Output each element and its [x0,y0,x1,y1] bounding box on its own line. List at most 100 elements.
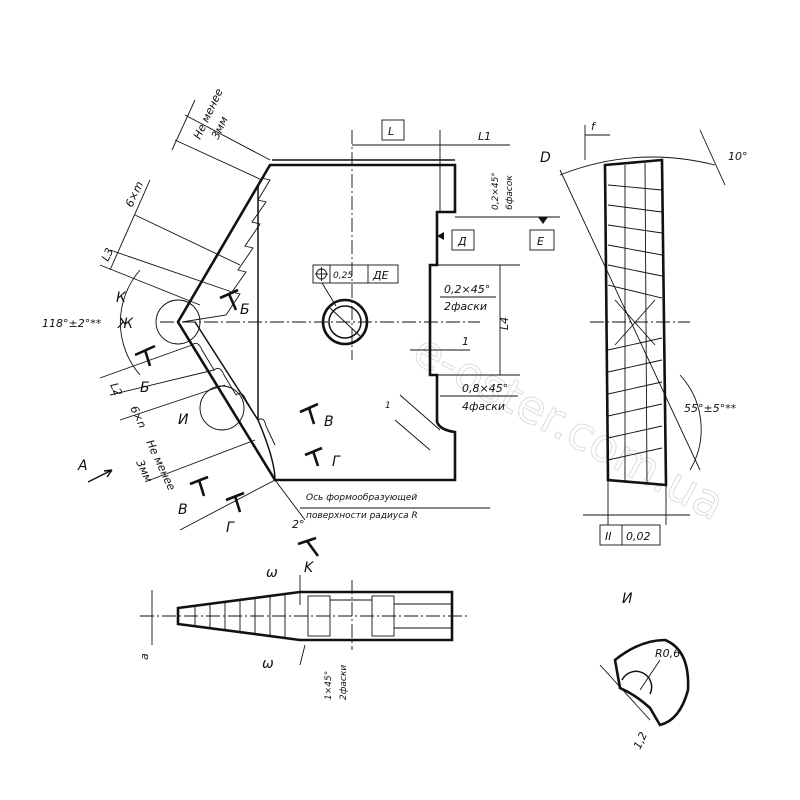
lower-teeth [177,321,276,446]
section-marker-b2 [134,344,156,367]
position-tolerance-frame: 0,25 ДЕ [312,264,399,307]
section-marker-v2 [189,475,209,497]
ext-line [149,439,256,481]
chamfer-mid-count: 2фаски [444,300,487,313]
datum-e-label: Е [537,235,544,248]
radius-label: R0,6 [655,647,680,660]
watermark: e-oster.com.ua [405,322,734,531]
diag-line [559,169,701,471]
dim-l4-label: L4 [498,317,511,330]
f-label: f [591,120,597,133]
k-label: К [116,290,127,306]
section-v-label-2: В [324,414,334,430]
angle-arc [119,269,141,376]
section-g-label-2: Г [332,454,341,470]
section-marker-b [219,288,239,311]
upper-teeth [181,164,271,323]
section-marker-bottom [297,536,320,557]
dim-line-top-min [171,99,196,151]
detail-view-i: И R0,6 1,2 [599,591,690,751]
angle-10-label: 10° [728,150,748,163]
chamfer-top-label: 0,2×45° [491,172,501,210]
datum-e-box [529,229,555,251]
angle-55-label: 55°±5°** [684,402,737,415]
section-marker-v [299,402,319,425]
datum-d-triangle [437,232,444,240]
chamfer-label: 1×45° [324,671,334,700]
chamfer-top-count: 6фасок [505,175,515,210]
ext-line [179,479,276,531]
d-label: D [540,150,551,166]
detail-title: И [622,591,633,607]
detail-radius-notch [621,670,653,695]
a-label: a [138,653,151,660]
omega-leaders [299,575,306,666]
side-view: f D 10° 55°±5°** II 0,02 [540,120,748,546]
dim-1b-label: 1 [385,401,391,411]
parallel-symbol: II [605,530,612,543]
ext-line [99,264,201,306]
front-view: Не менее 3мм 6×m L3 К Ж 118°±2°** L2 Б Б… [42,86,560,557]
section-marker-g2 [225,491,245,513]
chamfer-low-label: 0,8×45° [462,382,508,395]
bottom-view: a ω K ω 1×45° 2фаски [138,560,470,700]
dim-l1-label: L1 [478,130,491,143]
k-label: K [304,560,315,576]
chamfer-dim-lines [394,394,441,451]
angle-55-arc [679,374,702,471]
omega-bottom-label: ω [262,656,274,672]
ext-line [109,369,215,396]
dim-l-box [381,119,405,141]
ext-line [184,114,271,161]
ext-line [99,344,193,379]
detail-radius-leader [639,659,661,691]
datum-e-triangle [538,217,548,224]
chamfer-low-count: 4фаски [462,400,505,413]
angle-2-label: 2° [292,518,305,531]
section-b-label: Б [240,302,250,318]
detail-zh-circle [155,299,201,345]
arc-d [559,156,716,176]
chamfer-mid-label: 0,2×45° [444,283,490,296]
detail-shape [613,638,690,727]
ext-line [134,214,241,266]
datum-d-box [451,229,475,251]
parallelism-frame: II 0,02 [599,524,661,546]
dim-l-label: L [388,125,394,138]
ext-line [274,479,306,521]
view-a-arrow [87,469,113,483]
dim-line-6m [109,179,151,271]
detail-i-label: И [178,412,189,428]
view-a-label: А [77,458,88,474]
section-b-label-2: Б [140,380,150,396]
section-v-label: В [178,502,188,518]
teeth-m-label: 6×m [123,179,146,209]
zh-label: Ж [117,316,134,332]
detail-dim-label: 1,2 [631,730,650,751]
section-marker-g [304,446,323,467]
l3-label: L3 [99,246,116,263]
section-g-label: Г [226,520,235,536]
detail-dim-line [599,664,651,721]
plate-outline [176,163,457,482]
tolerance-value: 0,25 [333,271,353,281]
parallel-tolerance: 0,02 [626,530,651,543]
angle-label: 118°±2°** [42,317,102,330]
ext-line [109,249,233,293]
teeth-n-label: 6×n [127,404,149,431]
bottom-min-value: 3мм [133,458,155,485]
lower-relief-edge [194,321,276,481]
l2-label: L2 [107,381,124,398]
ext-line [174,139,263,181]
axis-note-line-2: поверхности радиуса R [306,511,418,521]
tolerance-datums: ДЕ [372,269,389,282]
side-view-teeth [607,162,663,485]
ext-line-10 [699,129,726,186]
datum-d-label: Д [457,235,467,248]
ext-line [119,384,226,421]
axis-note-line-1: Ось формообразующей [306,493,417,503]
dim-1-label: 1 [462,335,469,348]
chamfer-count: 2фаски [339,665,349,700]
